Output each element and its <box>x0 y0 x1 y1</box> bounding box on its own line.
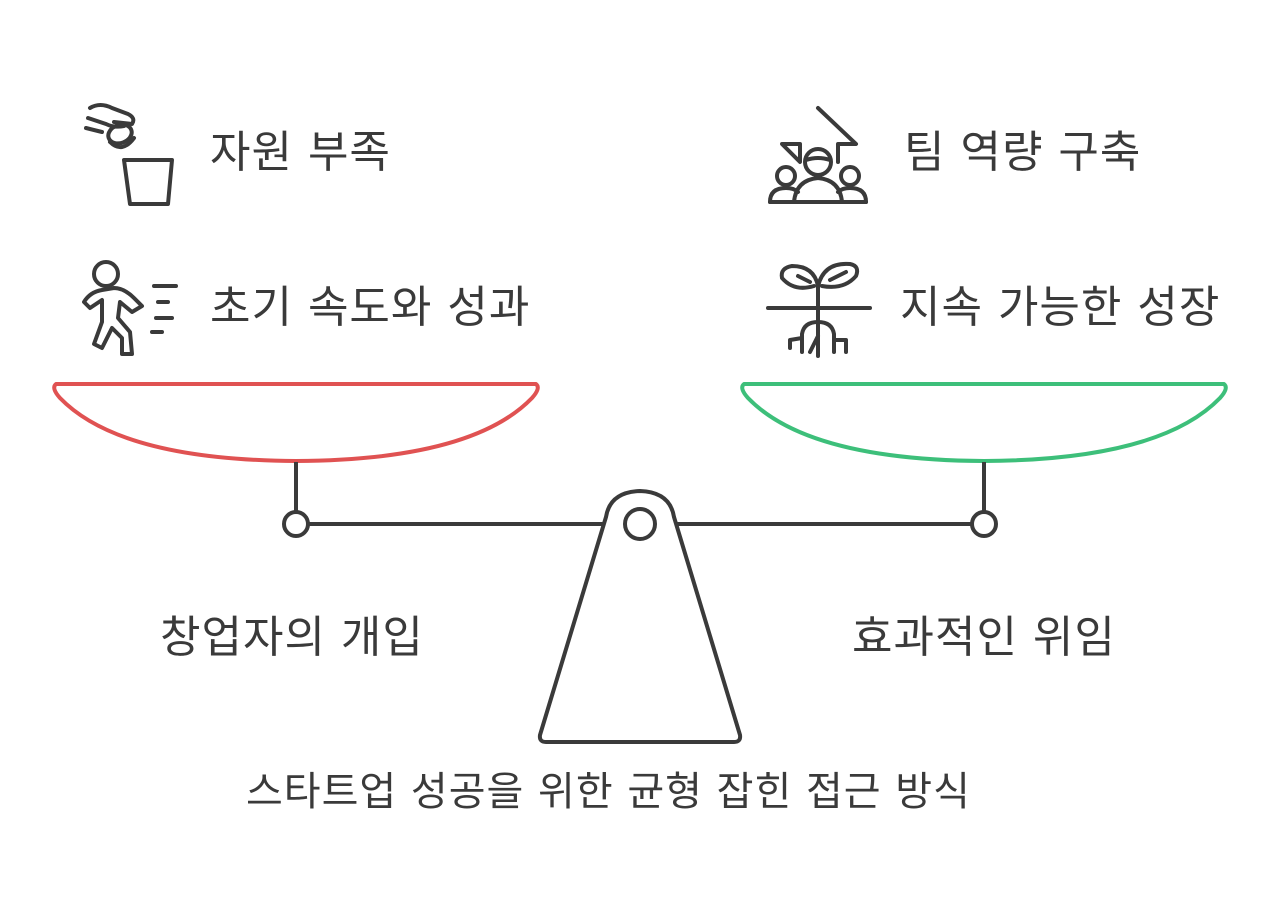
right-pan-label: 효과적인 위임 <box>852 612 1116 663</box>
right-item-label-sustainable-growth: 지속 가능한 성장 <box>900 282 1221 333</box>
left-pan <box>52 382 540 463</box>
sprouting-plant-icon <box>766 261 872 358</box>
fulcrum-stand <box>537 489 743 744</box>
diagram-caption: 스타트업 성공을 위한 균형 잡힌 접근 방식 <box>246 769 971 815</box>
fulcrum-pivot <box>623 507 657 541</box>
right-joint <box>970 510 998 538</box>
right-item-label-team-building: 팀 역량 구축 <box>904 127 1142 178</box>
left-item-label-resource-shortage: 자원 부족 <box>210 127 391 178</box>
left-pan-label: 창업자의 개입 <box>160 612 424 663</box>
left-joint <box>282 510 310 538</box>
left-item-label-early-speed: 초기 속도와 성과 <box>210 282 531 333</box>
team-growth-arrow-icon <box>768 106 868 204</box>
running-person-icon <box>82 260 178 356</box>
coin-into-bucket-icon <box>84 103 174 206</box>
right-pan <box>740 382 1228 463</box>
